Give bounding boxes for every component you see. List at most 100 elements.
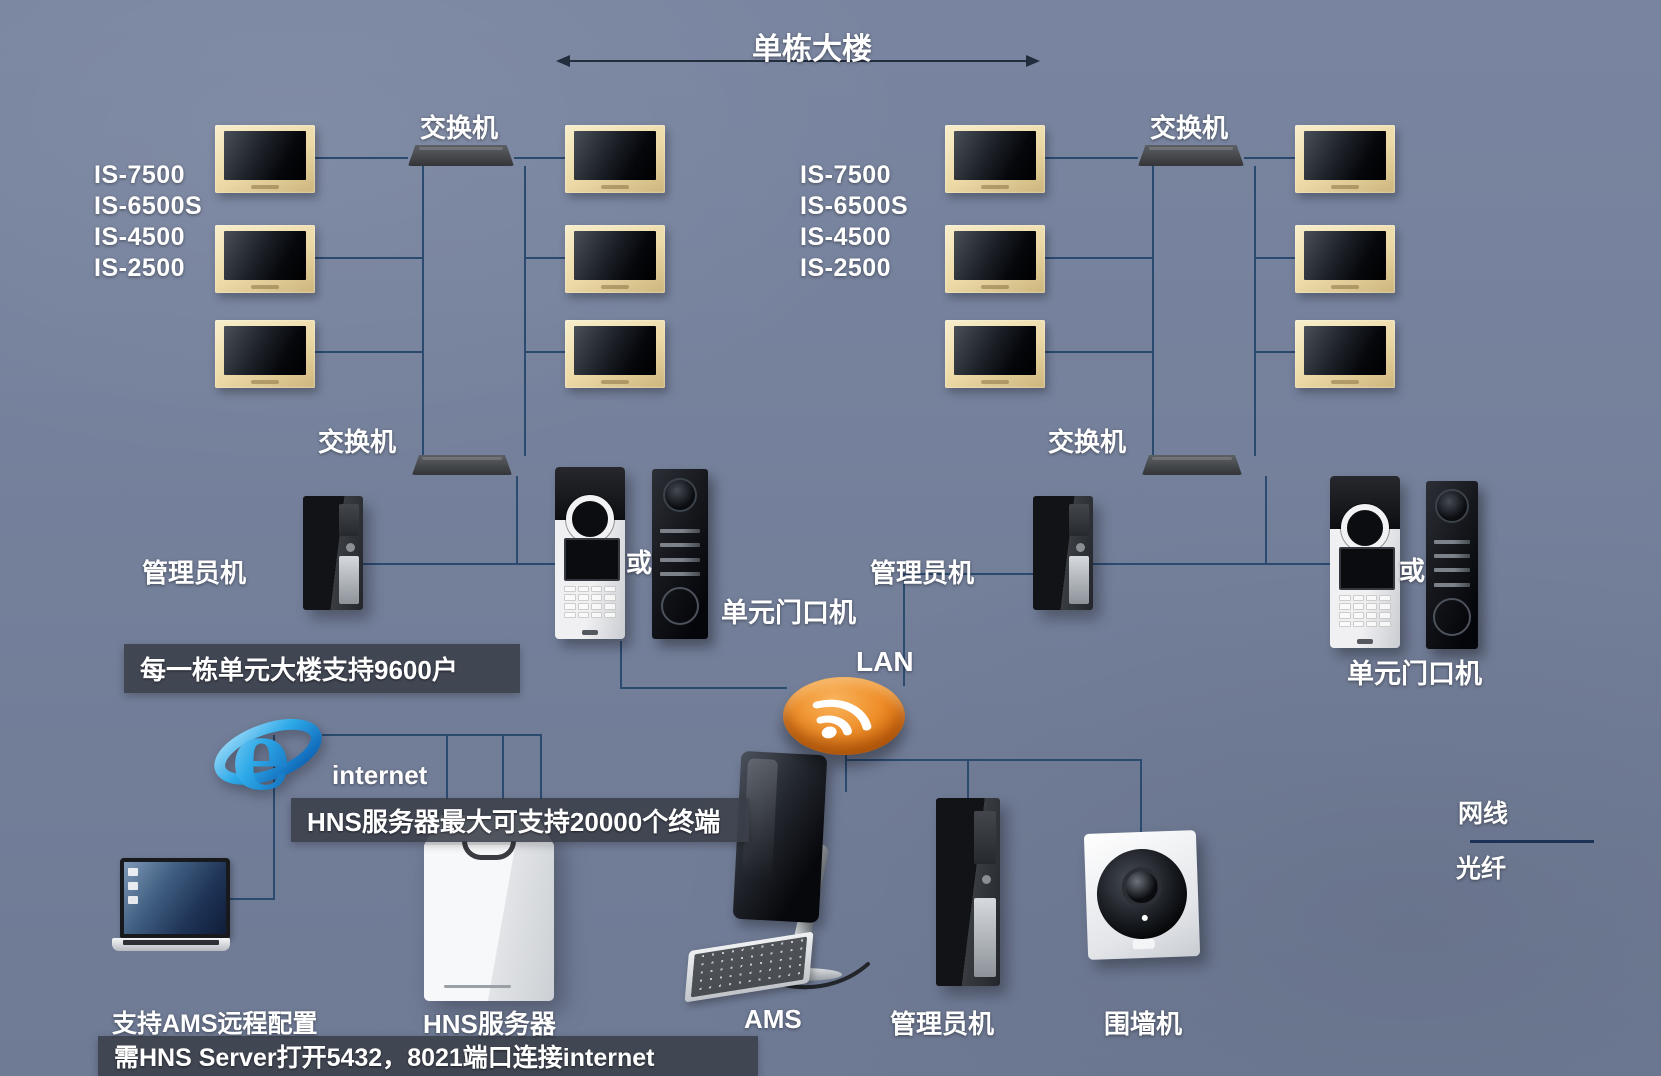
hns-server-box <box>424 815 554 1001</box>
hns-server-label: HNS服务器 <box>423 1009 556 1039</box>
model-label: IS-2500 <box>94 254 186 282</box>
indoor-monitor <box>565 225 665 293</box>
model-label: IS-7500 <box>800 161 892 189</box>
model-list: IS-7500 IS-6500S IS-4500 IS-2500 <box>800 160 908 284</box>
indoor-monitor <box>215 125 315 193</box>
cable-line <box>524 351 565 353</box>
households-note-banner: 每一栋单元大楼支持9600户 <box>124 644 520 693</box>
cable-line <box>315 157 408 159</box>
door-station-white <box>555 467 625 639</box>
admin-pc-tower <box>936 798 1000 986</box>
cable-line <box>1045 351 1152 353</box>
cable-line <box>1244 157 1295 159</box>
cable-line <box>620 641 622 688</box>
cable-line <box>514 157 565 159</box>
legend-fiber-label: 光纤 <box>1456 855 1507 883</box>
admin-pc-tower <box>1033 496 1093 610</box>
building-span-arrow <box>566 60 1028 62</box>
switch-label: 交换机 <box>318 427 397 457</box>
cable-line <box>903 573 1033 575</box>
ams-label: AMS <box>744 1004 802 1034</box>
network-switch <box>1142 455 1242 475</box>
model-label: IS-4500 <box>94 223 186 251</box>
cable-line <box>1254 351 1295 353</box>
cable-line <box>516 476 518 565</box>
cable-line <box>446 734 448 800</box>
svg-text:e: e <box>231 701 291 810</box>
internet-explorer-icon: e <box>214 698 322 815</box>
door-station-white <box>1330 476 1400 648</box>
cable-line <box>225 898 275 900</box>
model-label: IS-4500 <box>800 223 892 251</box>
server-capacity-banner: HNS服务器最大可支持20000个终端 <box>291 798 749 842</box>
switch-label: 交换机 <box>1150 113 1229 143</box>
indoor-monitor <box>945 225 1045 293</box>
cable-line <box>315 257 422 259</box>
cable-line <box>1045 157 1138 159</box>
cable-line <box>1152 166 1154 456</box>
cable-line <box>322 734 540 736</box>
indoor-monitor <box>215 320 315 388</box>
wall-station-label: 围墙机 <box>1104 1009 1183 1039</box>
network-switch <box>412 455 512 475</box>
cable-line <box>1265 476 1267 565</box>
switch-label: 交换机 <box>420 113 499 143</box>
admin-pc-label: 管理员机 <box>870 558 975 588</box>
door-station-dark <box>652 469 708 639</box>
indoor-monitor <box>945 125 1045 193</box>
config-laptop <box>112 858 230 951</box>
lan-label: LAN <box>856 646 914 677</box>
door-station-label: 单元门口机 <box>1347 659 1482 689</box>
indoor-monitor <box>945 320 1045 388</box>
or-label: 或 <box>1399 556 1426 586</box>
indoor-monitor <box>565 125 665 193</box>
cable-line <box>502 734 504 800</box>
model-list: IS-7500 IS-6500S IS-4500 IS-2500 <box>94 160 202 284</box>
indoor-monitor <box>565 320 665 388</box>
network-switch <box>408 145 514 166</box>
cable-line <box>967 759 969 800</box>
internet-label: internet <box>332 760 428 790</box>
cable-line <box>1254 166 1256 456</box>
arrowhead-right-icon <box>1026 55 1040 67</box>
cable-line <box>1045 257 1152 259</box>
cable-line <box>273 735 275 899</box>
switch-label: 交换机 <box>1048 427 1127 457</box>
cable-line <box>524 166 526 456</box>
admin-pc-label: 管理员机 <box>890 1009 995 1039</box>
legend-cable-label: 网线 <box>1458 800 1509 828</box>
cable-line <box>845 759 1140 761</box>
cable-line <box>620 687 787 689</box>
cable-line <box>1140 759 1142 834</box>
door-station-dark <box>1426 481 1478 649</box>
cable-line <box>1254 257 1295 259</box>
cable-line <box>315 351 422 353</box>
admin-pc-tower <box>303 496 363 610</box>
diagram-title: 单栋大楼 <box>752 33 872 66</box>
cable-line <box>845 750 847 792</box>
model-label: IS-6500S <box>94 192 203 220</box>
cable-line <box>422 166 424 456</box>
network-switch <box>1138 145 1244 166</box>
door-station-label: 单元门口机 <box>721 598 856 628</box>
indoor-monitor <box>1295 225 1395 293</box>
lan-rss-icon <box>783 677 905 755</box>
admin-pc-label: 管理员机 <box>142 558 247 588</box>
indoor-monitor <box>1295 320 1395 388</box>
model-label: IS-2500 <box>800 254 892 282</box>
cable-line <box>1093 563 1330 565</box>
indoor-monitor <box>215 225 315 293</box>
server-ports-banner: 需HNS Server打开5432，8021端口连接internet <box>98 1036 758 1076</box>
cable-line <box>524 257 565 259</box>
model-label: IS-7500 <box>94 161 186 189</box>
cable-line <box>362 563 555 565</box>
indoor-monitor <box>1295 125 1395 193</box>
arrowhead-left-icon <box>556 55 570 67</box>
wall-station-camera <box>1083 830 1201 960</box>
cable-line <box>540 734 542 800</box>
laptop-label: 支持AMS远程配置 <box>112 1010 318 1038</box>
cable-line <box>903 573 905 686</box>
or-label: 或 <box>626 548 653 578</box>
model-label: IS-6500S <box>800 192 909 220</box>
